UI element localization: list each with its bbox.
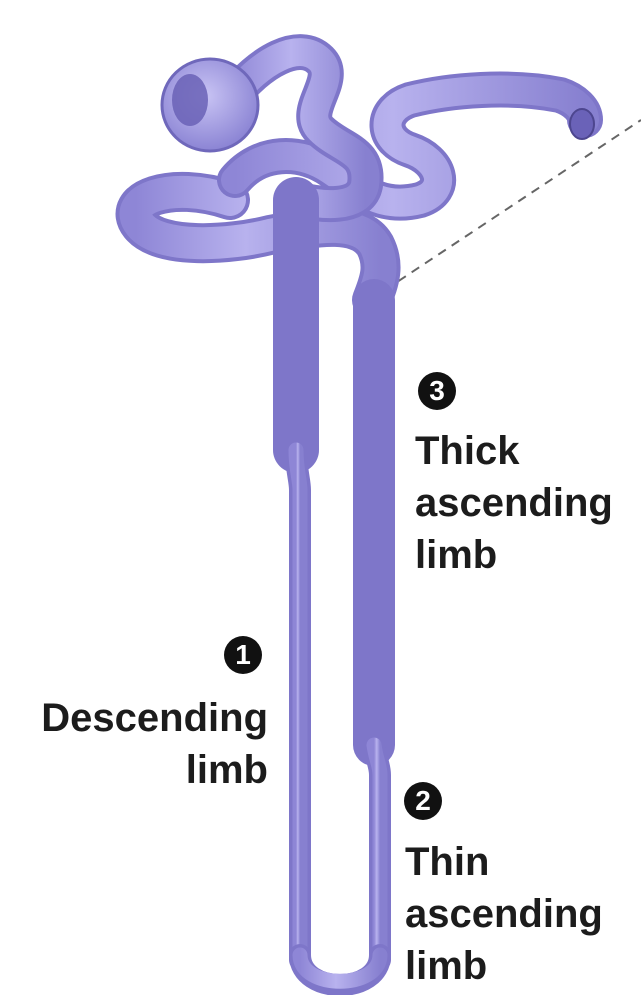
tubule-opening (570, 109, 594, 139)
bowmans-capsule (162, 59, 258, 151)
label-3-number-badge: 3 (418, 372, 456, 410)
label-2-line-2: ascending (405, 888, 603, 940)
label-3-line-2: ascending (415, 477, 613, 529)
label-2-line-3: limb (405, 940, 603, 992)
label-1-number-badge: 1 (224, 636, 262, 674)
label-1-line-1: Descending (0, 692, 268, 744)
label-3-line-1: Thick (415, 425, 613, 477)
ascending-limb (374, 300, 380, 960)
label-2-number-badge: 2 (404, 782, 442, 820)
label-3-line-3: limb (415, 529, 613, 581)
label-2-text: Thin ascending limb (405, 836, 603, 992)
label-3-text: Thick ascending limb (415, 425, 613, 581)
descending-limb (296, 200, 300, 960)
label-1-text: Descending limb (0, 692, 268, 796)
label-1-line-2: limb (0, 744, 268, 796)
label-2-line-1: Thin (405, 836, 603, 888)
